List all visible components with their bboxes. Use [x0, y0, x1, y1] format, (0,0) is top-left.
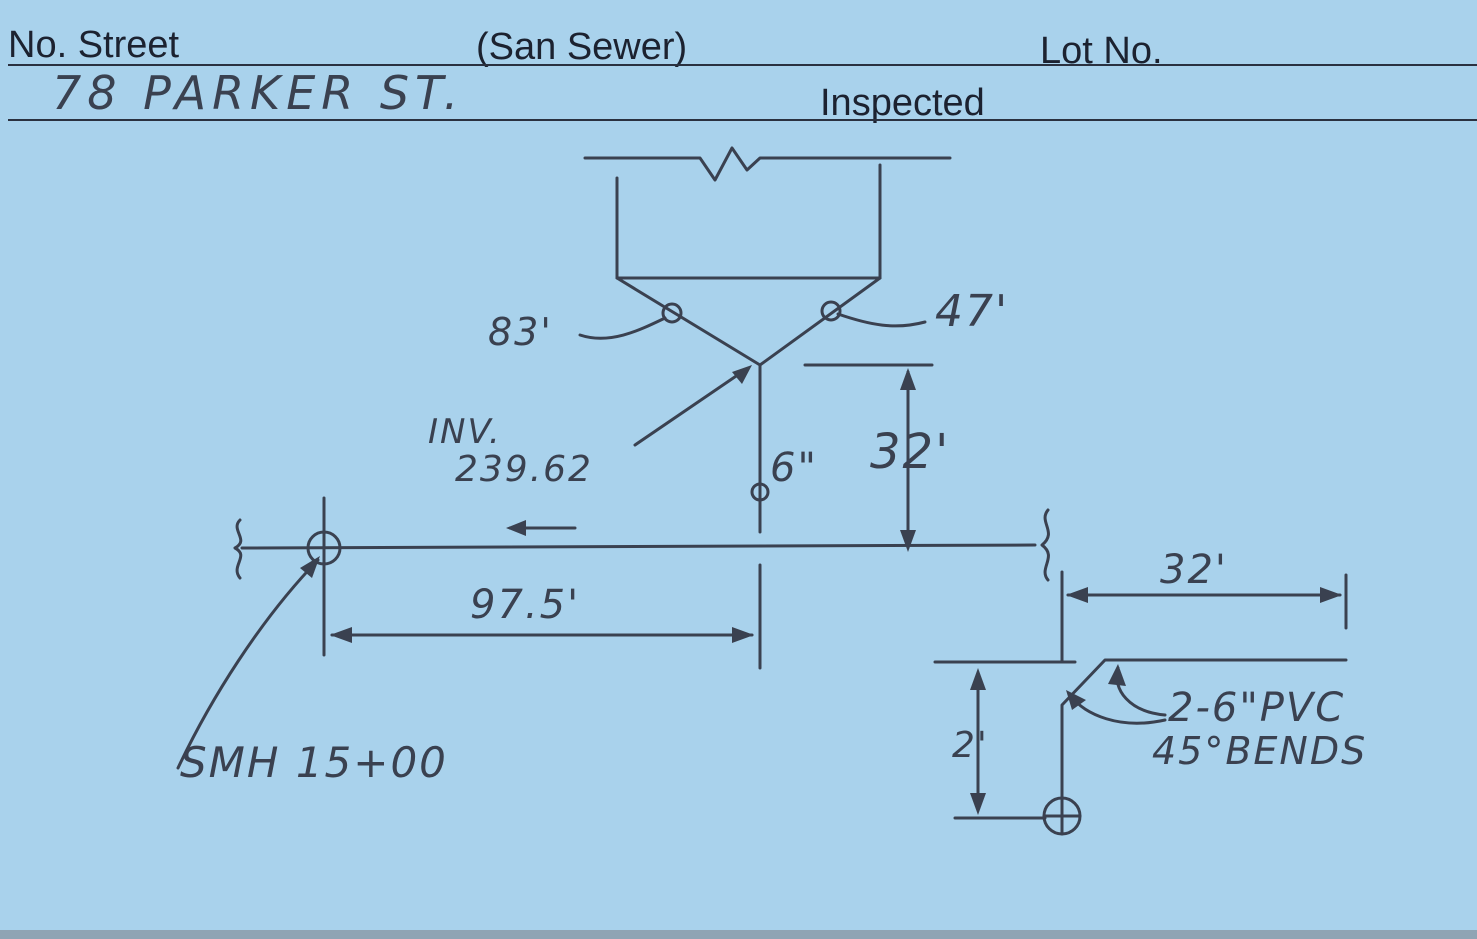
header-rule-top — [8, 64, 1477, 66]
pipe-size: 6" — [770, 445, 818, 491]
dim-97-arrow-right — [732, 627, 754, 643]
dim-32-arrow-bottom — [900, 530, 916, 552]
manhole-label: SMH 15+00 — [180, 738, 448, 787]
main-sewer-line — [240, 543, 1037, 550]
street-value: 78 PARKER ST. — [52, 66, 465, 120]
detail-cleanout-cross — [1042, 796, 1082, 836]
bend-upper-arrowhead — [1108, 664, 1126, 686]
dist-to-manhole: 97.5' — [470, 582, 581, 628]
offset-right: 32' — [1160, 547, 1228, 593]
break-right — [1040, 508, 1050, 582]
flow-arrowhead — [506, 520, 526, 536]
inspected-label: Inspected — [820, 82, 985, 124]
left-cleanout — [661, 302, 683, 324]
dim-32-arrow-top — [900, 368, 916, 390]
card-bottom-edge — [0, 930, 1477, 939]
house-front-line — [583, 146, 952, 182]
dim-2-arrow-bottom — [970, 793, 986, 815]
leader-bend-upper — [1115, 666, 1167, 717]
fittings-line2: 45°BENDS — [1152, 729, 1368, 773]
dist-right-branch: 47' — [935, 286, 1010, 337]
leader-invert — [633, 368, 747, 447]
dim-2-arrow-top — [970, 668, 986, 690]
lot-label: Lot No. — [1040, 30, 1163, 72]
dim-32h-arrow-right — [1320, 587, 1342, 603]
leader-manhole — [176, 558, 320, 770]
detail-pipe-bend — [1060, 658, 1348, 810]
street-label: No. Street — [8, 24, 180, 66]
service-cleanout — [750, 482, 770, 502]
house-outline — [615, 163, 882, 280]
break-left — [233, 518, 243, 580]
leader-47 — [836, 312, 927, 328]
bend-lower-arrowhead — [1066, 690, 1086, 710]
offset-vertical: 32' — [870, 424, 951, 480]
dim-32h-arrow-left — [1066, 587, 1088, 603]
invert-label: INV. — [428, 412, 502, 452]
header-rule-bottom — [8, 119, 1477, 121]
right-cleanout — [820, 300, 842, 322]
type-label: (San Sewer) — [476, 26, 688, 68]
fittings-line1: 2-6"PVC — [1168, 685, 1346, 731]
leader-83 — [578, 316, 667, 340]
depth: 2' — [952, 725, 989, 766]
invert-arrowhead — [732, 365, 752, 384]
invert-value: 239.62 — [455, 449, 593, 490]
dist-left-branch: 83' — [488, 310, 553, 354]
manhole-arrowhead — [300, 556, 320, 578]
dim-97-arrow-left — [330, 627, 352, 643]
